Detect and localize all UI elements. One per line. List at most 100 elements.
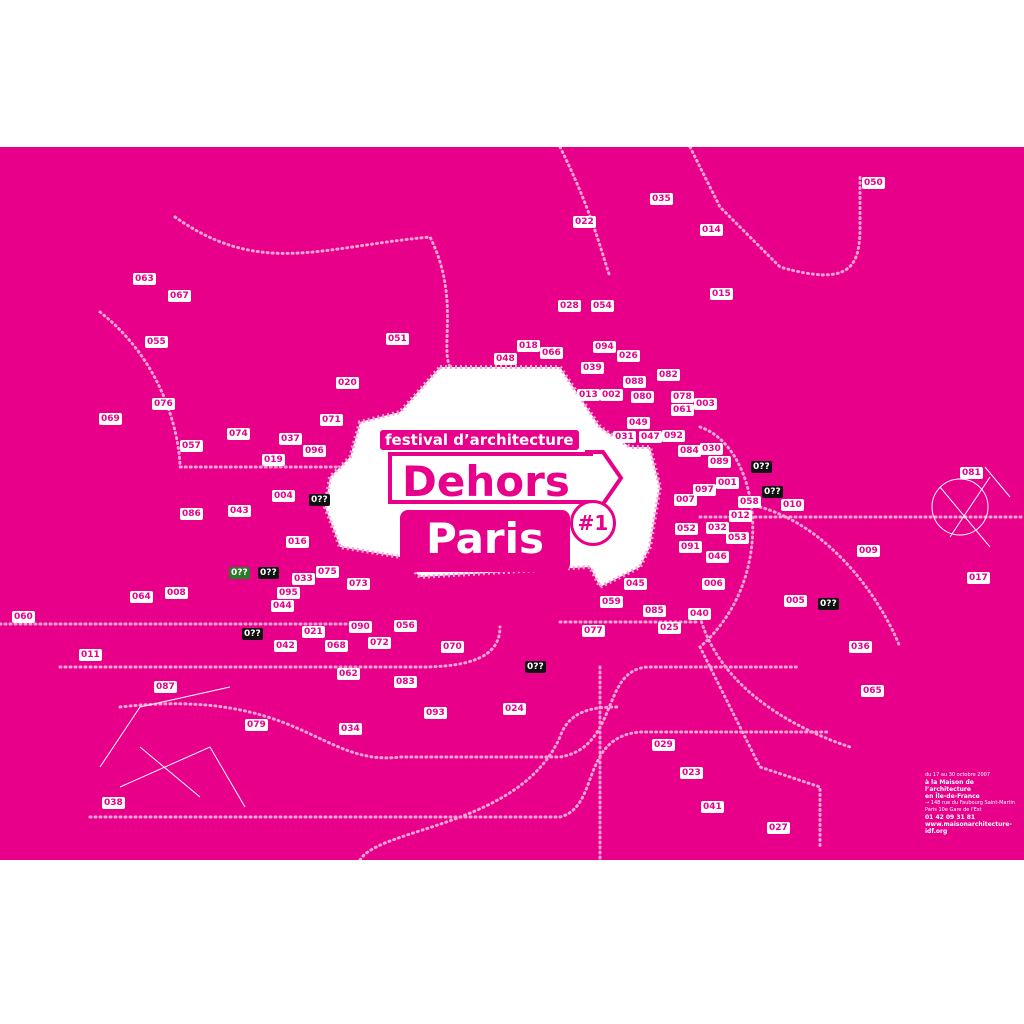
- site-label: 075: [316, 566, 339, 578]
- site-label: 089: [708, 456, 731, 468]
- site-label: 050: [862, 177, 885, 189]
- site-label: 053: [726, 532, 749, 544]
- site-label: 037: [279, 433, 302, 445]
- site-label: 085: [643, 605, 666, 617]
- site-label: 024: [503, 703, 526, 715]
- site-label: 069: [99, 413, 122, 425]
- site-label: 004: [272, 490, 295, 502]
- site-label: 066: [540, 347, 563, 359]
- site-label: 033: [292, 573, 315, 585]
- site-label: 049: [627, 417, 650, 429]
- site-label: 068: [325, 640, 348, 652]
- site-label: 020: [336, 377, 359, 389]
- site-label: 012: [729, 510, 752, 522]
- site-label: 029: [652, 739, 675, 751]
- site-label: 062: [337, 668, 360, 680]
- site-label: 078: [671, 391, 694, 403]
- site-label: 010: [781, 499, 804, 511]
- venue-address: → 148 rue du Faubourg Saint-Martin: [925, 800, 1016, 806]
- site-label: 058: [738, 496, 761, 508]
- site-label: 003: [694, 398, 717, 410]
- site-label: 073: [347, 578, 370, 590]
- site-label: 019: [262, 454, 285, 466]
- site-label: 090: [349, 621, 372, 633]
- site-label: 015: [710, 288, 733, 300]
- site-label: 0??: [258, 567, 279, 579]
- site-label: 046: [706, 551, 729, 563]
- site-label: 041: [701, 801, 724, 813]
- site-label: 042: [274, 640, 297, 652]
- site-label: 008: [165, 587, 188, 599]
- site-label: 030: [700, 443, 723, 455]
- site-label: 039: [581, 362, 604, 374]
- site-label: 072: [368, 637, 391, 649]
- site-label: 047: [639, 431, 662, 443]
- site-label: 006: [702, 578, 725, 590]
- venue-line-1: à la Maison de l’architecture: [925, 779, 974, 793]
- site-label: 096: [303, 445, 326, 457]
- event-dates: du 17 au 30 octobre 2007: [925, 772, 990, 778]
- site-label: 017: [967, 572, 990, 584]
- site-label: 018: [517, 340, 540, 352]
- site-label: 021: [302, 626, 325, 638]
- site-label: 063: [133, 273, 156, 285]
- poster-map: festival d’architecture Dehors Paris #1 …: [0, 147, 1024, 860]
- site-label: 040: [688, 608, 711, 620]
- site-label: 013: [577, 389, 600, 401]
- site-label: 051: [386, 333, 409, 345]
- site-label: 064: [130, 591, 153, 603]
- site-label: 0??: [229, 567, 250, 579]
- site-label: 081: [960, 467, 983, 479]
- site-label: 071: [320, 414, 343, 426]
- site-label: 087: [154, 681, 177, 693]
- site-label: 092: [662, 430, 685, 442]
- phone-number: 01 42 09 31 81: [925, 814, 976, 821]
- site-label: 061: [671, 404, 694, 416]
- site-label: 056: [394, 620, 417, 632]
- site-label: 082: [657, 369, 680, 381]
- logo-subtitle: festival d’architecture: [380, 430, 579, 450]
- site-label: 0??: [751, 461, 772, 473]
- site-label: 048: [494, 353, 517, 365]
- site-label: 023: [680, 767, 703, 779]
- site-label: 002: [600, 389, 623, 401]
- site-label: 001: [716, 477, 739, 489]
- venue-line-2: en Île-de-France: [925, 793, 980, 800]
- site-label: 057: [180, 440, 203, 452]
- site-label: 070: [441, 641, 464, 653]
- site-label: 043: [228, 505, 251, 517]
- site-label: 088: [623, 376, 646, 388]
- site-label: 036: [849, 641, 872, 653]
- site-label: 054: [591, 300, 614, 312]
- site-label: 034: [339, 723, 362, 735]
- site-label: 093: [424, 707, 447, 719]
- site-label: 005: [784, 595, 807, 607]
- site-label: 0??: [818, 598, 839, 610]
- site-label: 026: [617, 350, 640, 362]
- logo-title-dehors: Dehors: [388, 452, 593, 506]
- site-label: 027: [767, 822, 790, 834]
- site-label: 045: [624, 578, 647, 590]
- edition-badge: #1: [570, 500, 616, 546]
- site-label: 055: [145, 336, 168, 348]
- site-label: 0??: [525, 661, 546, 673]
- site-label: 067: [168, 290, 191, 302]
- site-label: 016: [286, 536, 309, 548]
- site-label: 0??: [762, 486, 783, 498]
- logo-title-paris: Paris: [400, 510, 570, 572]
- festival-logo: festival d’architecture Dehors Paris #1: [380, 430, 630, 580]
- site-label: 022: [573, 216, 596, 228]
- venue-city: Paris 10e Gare de l'Est: [925, 807, 982, 813]
- site-label: 044: [271, 600, 294, 612]
- site-label: 080: [631, 391, 654, 403]
- site-label: 094: [593, 341, 616, 353]
- site-label: 035: [650, 193, 673, 205]
- site-label: 065: [861, 685, 884, 697]
- site-label: 086: [180, 508, 203, 520]
- site-label: 074: [227, 428, 250, 440]
- site-label: 052: [675, 523, 698, 535]
- site-label: 059: [600, 596, 623, 608]
- website-link[interactable]: www.maisonarchitecture-idf.org: [925, 821, 1012, 835]
- site-label: 091: [679, 541, 702, 553]
- site-label: 014: [700, 224, 723, 236]
